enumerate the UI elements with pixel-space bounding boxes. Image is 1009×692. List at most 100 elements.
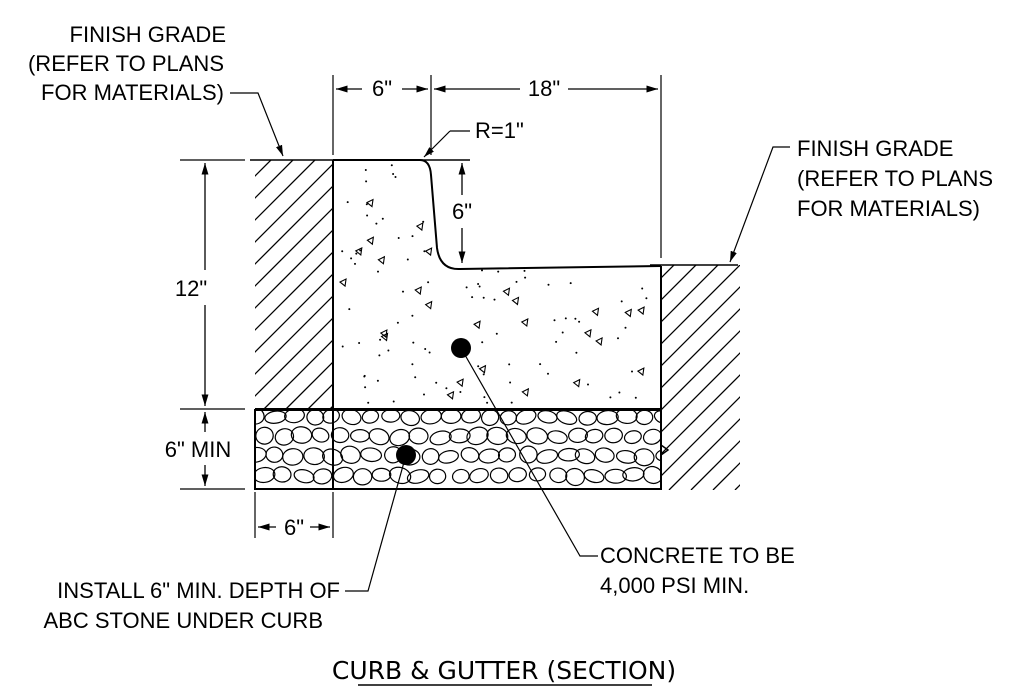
stone <box>536 449 559 464</box>
hatch-line <box>661 330 740 411</box>
aggregate-triangle <box>415 222 424 232</box>
stone <box>438 450 459 464</box>
stone <box>421 448 440 465</box>
stipple-dot <box>544 257 547 260</box>
aggregate-triangle <box>488 237 497 247</box>
stipple-dot <box>341 250 344 253</box>
stipple-dot <box>396 321 399 324</box>
stipple-dot <box>523 269 526 272</box>
hatch-line <box>571 150 831 410</box>
aggregate-triangle <box>379 329 388 339</box>
stone <box>368 428 390 446</box>
aggregate-triangle <box>481 166 489 176</box>
stone <box>429 430 452 446</box>
stipple-dot <box>354 262 356 265</box>
stone <box>274 428 295 446</box>
stipple-dot <box>607 170 610 173</box>
stone <box>574 448 596 465</box>
stipple-dot <box>346 201 349 204</box>
stipple-dot <box>513 169 516 172</box>
hatch-line <box>823 230 1009 490</box>
stipple-dot <box>411 314 414 317</box>
stipple-dot <box>412 341 415 344</box>
stone <box>623 430 642 445</box>
radius-leader-diag <box>423 130 451 158</box>
stipple-dot <box>510 401 513 404</box>
stipple-dot <box>427 281 430 284</box>
stone <box>361 410 380 424</box>
stipple-dot <box>547 283 550 286</box>
hatch-line <box>255 274 332 353</box>
stone <box>497 447 517 463</box>
aggregate-triangle <box>424 247 433 257</box>
left-earth-hatch <box>255 150 831 410</box>
aggregate-triangle <box>354 246 363 256</box>
concrete-curb-outline <box>333 159 662 271</box>
stone <box>322 410 340 424</box>
aggregate-triangle <box>446 390 455 400</box>
stipple-dot <box>481 269 483 272</box>
hatch-line <box>661 265 697 301</box>
stone <box>290 426 313 444</box>
dimension-6in-min-label: 6" MIN <box>165 437 231 462</box>
finish-grade-left-line3: FOR MATERIALS) <box>41 80 224 105</box>
stipple-dot <box>428 351 431 354</box>
stone <box>642 428 661 445</box>
stone <box>519 445 538 464</box>
stipple-dot <box>341 345 344 348</box>
stipple-dot <box>471 296 474 299</box>
stone <box>661 467 683 484</box>
stipple-dot <box>620 300 623 303</box>
stipple-dot <box>641 287 644 290</box>
aggregate-triangle <box>442 243 451 253</box>
stipple-dot <box>440 249 443 252</box>
hatch-line <box>527 150 787 410</box>
stipple-dot <box>600 206 603 209</box>
aggregate-triangle <box>366 236 375 246</box>
stipple-dot <box>618 391 621 394</box>
stipple-dot <box>435 381 438 384</box>
stone <box>451 468 470 484</box>
stipple-dot <box>466 190 469 193</box>
stone <box>381 410 401 423</box>
stipple-dot <box>539 363 542 366</box>
stipple-dot <box>505 265 508 268</box>
stone-note-line2: ABC STONE UNDER CURB <box>43 608 323 633</box>
stone-base-outline <box>254 409 662 490</box>
aggregate-triangle <box>424 300 433 310</box>
stipple-dot <box>422 220 425 223</box>
stipple-dot <box>631 370 633 373</box>
stone <box>311 427 330 443</box>
stone <box>406 469 430 484</box>
aggregate-triangle <box>339 278 347 288</box>
stone <box>515 410 537 425</box>
hatch-line <box>734 484 740 490</box>
stipple-dot <box>508 231 511 233</box>
stipple-dot <box>569 282 572 285</box>
stone-note-line1: INSTALL 6" MIN. DEPTH OF <box>57 578 340 603</box>
stipple-dot <box>624 326 627 329</box>
stipple-dot <box>493 298 496 301</box>
concrete-note: CONCRETE TO BE 4,000 PSI MIN. <box>600 543 795 598</box>
stone <box>460 410 482 424</box>
stipple-dot <box>394 176 397 178</box>
finish-grade-left-line2: (REFER TO PLANS <box>28 51 224 76</box>
stipple-dot <box>495 332 498 335</box>
hatch-line <box>255 208 332 287</box>
stipple-dot <box>414 376 417 379</box>
stipple-dot <box>482 296 485 299</box>
aggregate-triangle <box>506 178 515 188</box>
stone <box>408 427 429 445</box>
stone-leader-line <box>345 454 407 592</box>
stone <box>596 410 619 426</box>
hatch-line <box>255 318 332 397</box>
aggregate-triangle <box>583 328 592 338</box>
aggregate-triangle <box>491 187 500 197</box>
stone <box>360 447 383 463</box>
stone <box>350 428 371 443</box>
finish-grade-left-line1: FINISH GRADE <box>70 22 226 47</box>
stipple-dot <box>365 180 368 183</box>
stone <box>264 410 287 424</box>
aggregate-triangle <box>520 318 529 328</box>
stone <box>486 426 509 446</box>
